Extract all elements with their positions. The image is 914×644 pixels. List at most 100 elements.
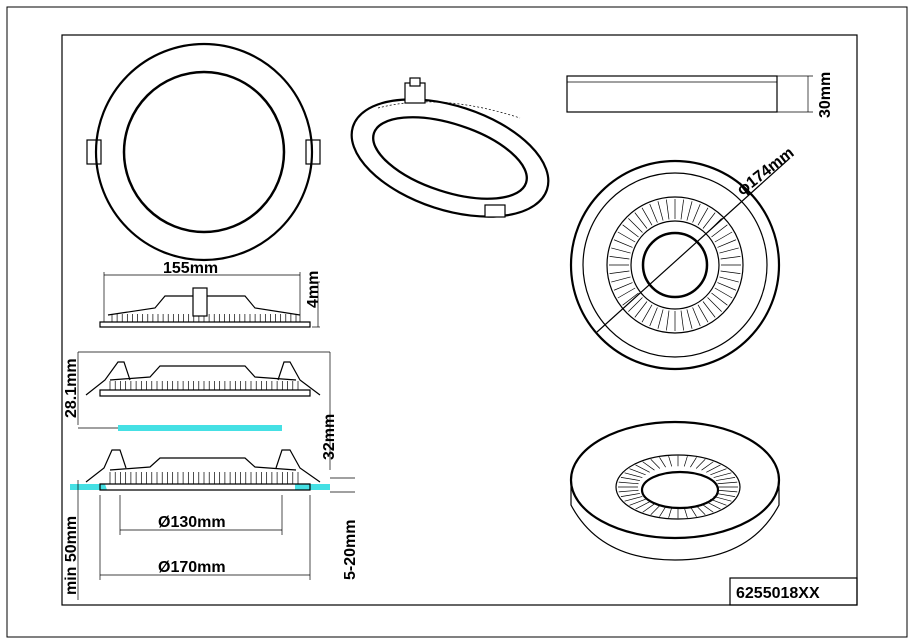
- rib-line: [715, 493, 736, 497]
- rib-line: [622, 224, 639, 238]
- rib-line: [720, 256, 741, 260]
- rib-line: [649, 307, 658, 327]
- rib-line: [719, 276, 739, 283]
- rib-line: [657, 309, 664, 329]
- rib-line: [620, 477, 641, 481]
- rib-line: [624, 496, 643, 502]
- back-perspective-view: [569, 420, 781, 561]
- rib-line: [634, 301, 648, 318]
- perspective-front-view: [350, 77, 550, 218]
- dim-height-30: 30mm: [817, 72, 834, 118]
- rib-line: [620, 493, 641, 497]
- rib-line: [713, 496, 732, 502]
- rib-line: [613, 282, 633, 291]
- side-profile-strip: [566, 75, 813, 113]
- rib-line: [683, 507, 688, 518]
- rib-line: [710, 498, 727, 506]
- rib-line: [650, 505, 661, 516]
- rib-line: [635, 501, 650, 510]
- rib-line: [609, 270, 630, 274]
- rib-line: [641, 207, 653, 226]
- rib-line: [697, 304, 709, 323]
- rib-line: [683, 456, 688, 467]
- dim-cutout-130: Ø130mm: [158, 514, 226, 531]
- rib-line: [657, 201, 664, 221]
- rib-line: [697, 207, 709, 226]
- dim-diameter-174: ϕ174mm: [734, 144, 797, 199]
- rib-line: [617, 287, 636, 299]
- rib-line: [641, 304, 653, 323]
- rib-line: [666, 310, 670, 331]
- rib-line: [622, 292, 639, 306]
- rib-line: [618, 481, 639, 485]
- rib-line: [642, 461, 655, 471]
- ceiling-highlight-top: [118, 425, 282, 431]
- rib-line: [701, 503, 714, 513]
- outer-border: [6, 6, 908, 638]
- front-view-top: [86, 42, 321, 262]
- rib-line: [659, 506, 666, 517]
- rib-line: [711, 224, 728, 238]
- rib-line: [650, 458, 661, 469]
- title-block: [729, 577, 858, 606]
- rib-line: [668, 456, 673, 467]
- rib-line: [690, 506, 697, 517]
- rib-line: [695, 505, 706, 516]
- rib-line: [618, 489, 639, 493]
- rib-line: [717, 282, 737, 291]
- rib-line: [624, 472, 643, 478]
- rib-line: [714, 287, 733, 299]
- rib-line: [642, 503, 655, 513]
- rib-line: [659, 457, 666, 468]
- rib-line: [649, 203, 658, 223]
- rib-line: [715, 477, 736, 481]
- rib-line: [686, 201, 693, 221]
- rib-line: [706, 464, 721, 473]
- rib-line: [686, 309, 693, 329]
- dim-outer-170: Ø170mm: [158, 559, 226, 576]
- rib-line: [628, 297, 643, 312]
- rib-line: [706, 501, 721, 510]
- rib-line: [611, 276, 631, 283]
- front-elevation: [99, 272, 320, 328]
- rib-line: [613, 239, 633, 248]
- rib-line: [609, 256, 630, 260]
- rib-line: [719, 247, 739, 254]
- rib-line: [714, 231, 733, 243]
- rib-line: [692, 203, 701, 223]
- dim-ceiling-5-20: 5-20mm: [342, 520, 359, 580]
- rib-line: [692, 307, 701, 327]
- inner-border: [61, 34, 858, 606]
- rib-line: [717, 239, 737, 248]
- rib-line: [701, 461, 714, 471]
- rib-line: [695, 458, 706, 469]
- rib-line: [707, 297, 722, 312]
- rib-line: [611, 247, 631, 254]
- rib-line: [713, 472, 732, 478]
- rib-line: [702, 301, 716, 318]
- rib-line: [628, 218, 643, 233]
- dim-height-28-1: 28.1mm: [63, 358, 80, 418]
- dim-height-4: 4mm: [305, 271, 322, 308]
- rib-line: [680, 310, 684, 331]
- rib-line: [617, 231, 636, 243]
- installation-view: [70, 425, 355, 600]
- rib-line: [629, 468, 646, 476]
- side-elevation: [77, 351, 331, 470]
- dim-min-50: min 50mm: [63, 516, 80, 595]
- back-view: [569, 157, 791, 371]
- rib-line: [720, 270, 741, 274]
- rib-line: [702, 212, 716, 229]
- rib-line: [634, 212, 648, 229]
- dim-width-155: 155mm: [163, 260, 218, 277]
- rib-line: [629, 498, 646, 506]
- rib-line: [680, 199, 684, 220]
- rib-line: [717, 481, 738, 485]
- rib-line: [710, 468, 727, 476]
- rib-line: [711, 292, 728, 306]
- rib-line: [668, 507, 673, 518]
- rib-line: [635, 464, 650, 473]
- rib-line: [690, 457, 697, 468]
- rib-line: [666, 199, 670, 220]
